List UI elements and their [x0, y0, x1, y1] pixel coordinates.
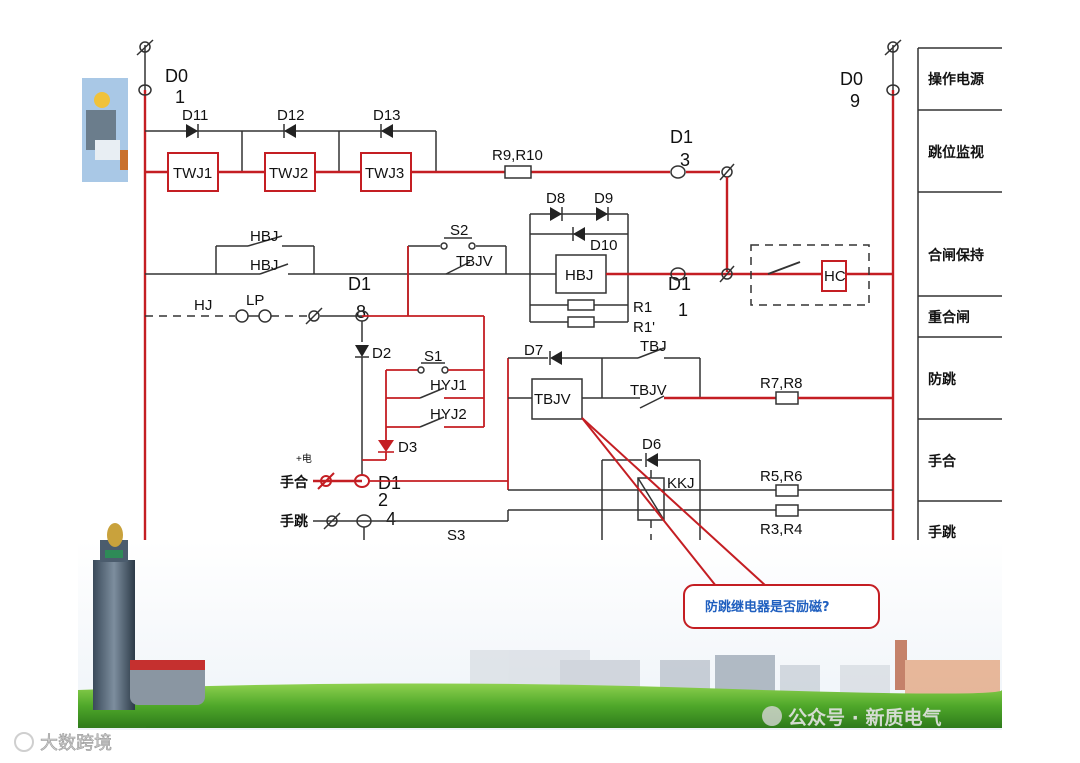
- wechat-icon: [762, 706, 782, 726]
- label-hyj2: HYJ2: [430, 406, 467, 423]
- label-tbjv-top: TBJV: [456, 253, 493, 270]
- label-tbjv-contact: TBJV: [630, 382, 667, 399]
- watermark-right: 公众号 · 新质电气: [788, 706, 941, 729]
- label-tbjv-coil: TBJV: [534, 391, 571, 408]
- label-hyj1: HYJ1: [430, 377, 467, 394]
- callout: 防跳继电器是否励磁?: [581, 417, 880, 629]
- label-d3: D3: [398, 439, 417, 456]
- anti-pump-section: D7 TBJ TBJV TBJV R7,R8: [507, 338, 893, 490]
- label-twj3: TWJ3: [365, 165, 404, 182]
- label-manual-trip: 手跳: [280, 513, 308, 530]
- terminal-d0-9: D0: [840, 69, 863, 89]
- row-d2-d3: D2 S1 HYJ1 HYJ2 D3: [355, 345, 484, 475]
- label-tbj: TBJ: [640, 338, 667, 355]
- terminal-labels: D0 1 D0 9 D1 3 D1 8 D1 1 D1 2 4: [165, 66, 863, 529]
- label-d7: D7: [524, 342, 543, 359]
- label-r3r4: R3,R4: [760, 521, 803, 538]
- terminal-d0-9-num: 9: [850, 91, 860, 111]
- skyscraper-image: [93, 523, 205, 710]
- label-r7r8: R7,R8: [760, 375, 803, 392]
- resistor-r5r6: [775, 484, 799, 497]
- terminal-d0-1-num: 1: [175, 87, 185, 107]
- label-d10: D10: [590, 237, 618, 254]
- label-d6: D6: [642, 436, 661, 453]
- coil-tbjv: [531, 378, 583, 420]
- label-d2: D2: [372, 345, 391, 362]
- label-d11: D11: [182, 107, 208, 124]
- watermark-left: 大数跨境: [40, 733, 112, 754]
- table-row-anti-pump: 防跳: [928, 371, 956, 388]
- coil-hc: [821, 260, 847, 292]
- resistor-r9r10: [504, 165, 532, 179]
- hc-box: HC: [750, 244, 870, 306]
- label-hc: HC: [824, 268, 846, 285]
- terminal-d1-3: D1: [670, 127, 693, 147]
- label-hj: HJ: [194, 297, 212, 314]
- label-manual-close: 手合: [280, 474, 309, 491]
- label-hbj-bottom: HBJ: [250, 257, 278, 274]
- terminal-d1-8-num: 8: [356, 302, 366, 322]
- function-table: 操作电源 跳位监视 合闸保持 重合闸 防跳 手合 手跳: [917, 47, 1002, 541]
- kkj-section: D6 KKJ R5,R6 R3,R4: [508, 436, 893, 540]
- terminal-d1-2-num: 2: [378, 490, 388, 510]
- table-row-reclose: 重合闸: [928, 309, 970, 326]
- label-r1: R1: [633, 299, 652, 316]
- table-row-manual-close: 手合: [928, 453, 957, 470]
- terminal-d1-1-num: 1: [678, 300, 688, 320]
- label-s3: S3: [447, 527, 465, 544]
- terminal-d0-1: D0: [165, 66, 188, 86]
- power-buses: [136, 39, 902, 540]
- background-scenery: [78, 78, 1002, 730]
- row-twj: TWJ1 TWJ2 TWJ3 R9,R10: [145, 147, 735, 272]
- label-r1p: R1': [633, 319, 655, 336]
- coil-twj1: [167, 152, 219, 192]
- row-diodes-top: D11 D12 D13: [145, 107, 437, 172]
- coil-hbj: [555, 254, 607, 294]
- terminal-d1-8: D1: [348, 274, 371, 294]
- label-plus-power: +电: [296, 452, 312, 465]
- terminal-d1-4: 4: [386, 509, 396, 529]
- lineman-photo: [82, 78, 128, 182]
- coil-twj2: [264, 152, 316, 192]
- label-r9r10: R9,R10: [492, 147, 543, 164]
- resistor-r7r8: [775, 391, 799, 405]
- terminal-d1-3-num: 3: [680, 150, 690, 170]
- manual-rows: 手合 +电 手跳 S3: [280, 452, 509, 544]
- callout-text: 防跳继电器是否励磁?: [705, 599, 830, 615]
- terminal-d1-2: D1: [378, 473, 401, 493]
- label-twj2: TWJ2: [269, 165, 308, 182]
- table-row-manual-trip: 手跳: [928, 524, 956, 541]
- coil-twj3: [360, 152, 412, 192]
- label-hbj-top: HBJ: [250, 228, 278, 245]
- label-twj1: TWJ1: [173, 165, 212, 182]
- label-d8: D8: [546, 190, 565, 207]
- resistor-r3r4: [775, 504, 799, 517]
- label-s2: S2: [450, 222, 468, 239]
- label-lp: LP: [246, 292, 264, 309]
- table-row-trip-monitor: 跳位监视: [928, 144, 984, 161]
- label-hbj-coil: HBJ: [565, 267, 593, 284]
- watermarks: 大数跨境 公众号 · 新质电气: [14, 706, 941, 754]
- label-r5r6: R5,R6: [760, 468, 803, 485]
- label-d9: D9: [594, 190, 613, 207]
- callout-box: [683, 584, 880, 629]
- label-kkj: KKJ: [667, 475, 695, 492]
- label-d13: D13: [373, 107, 401, 124]
- row-hj-lp: HJ LP: [145, 246, 485, 427]
- table-row-power: 操作电源: [928, 71, 984, 88]
- label-d12: D12: [277, 107, 305, 124]
- label-s1: S1: [424, 348, 442, 365]
- table-row-close-hold: 合闸保持: [928, 247, 984, 264]
- hbj-block: D8 D9 D10 HBJ R1 R1': [529, 190, 893, 336]
